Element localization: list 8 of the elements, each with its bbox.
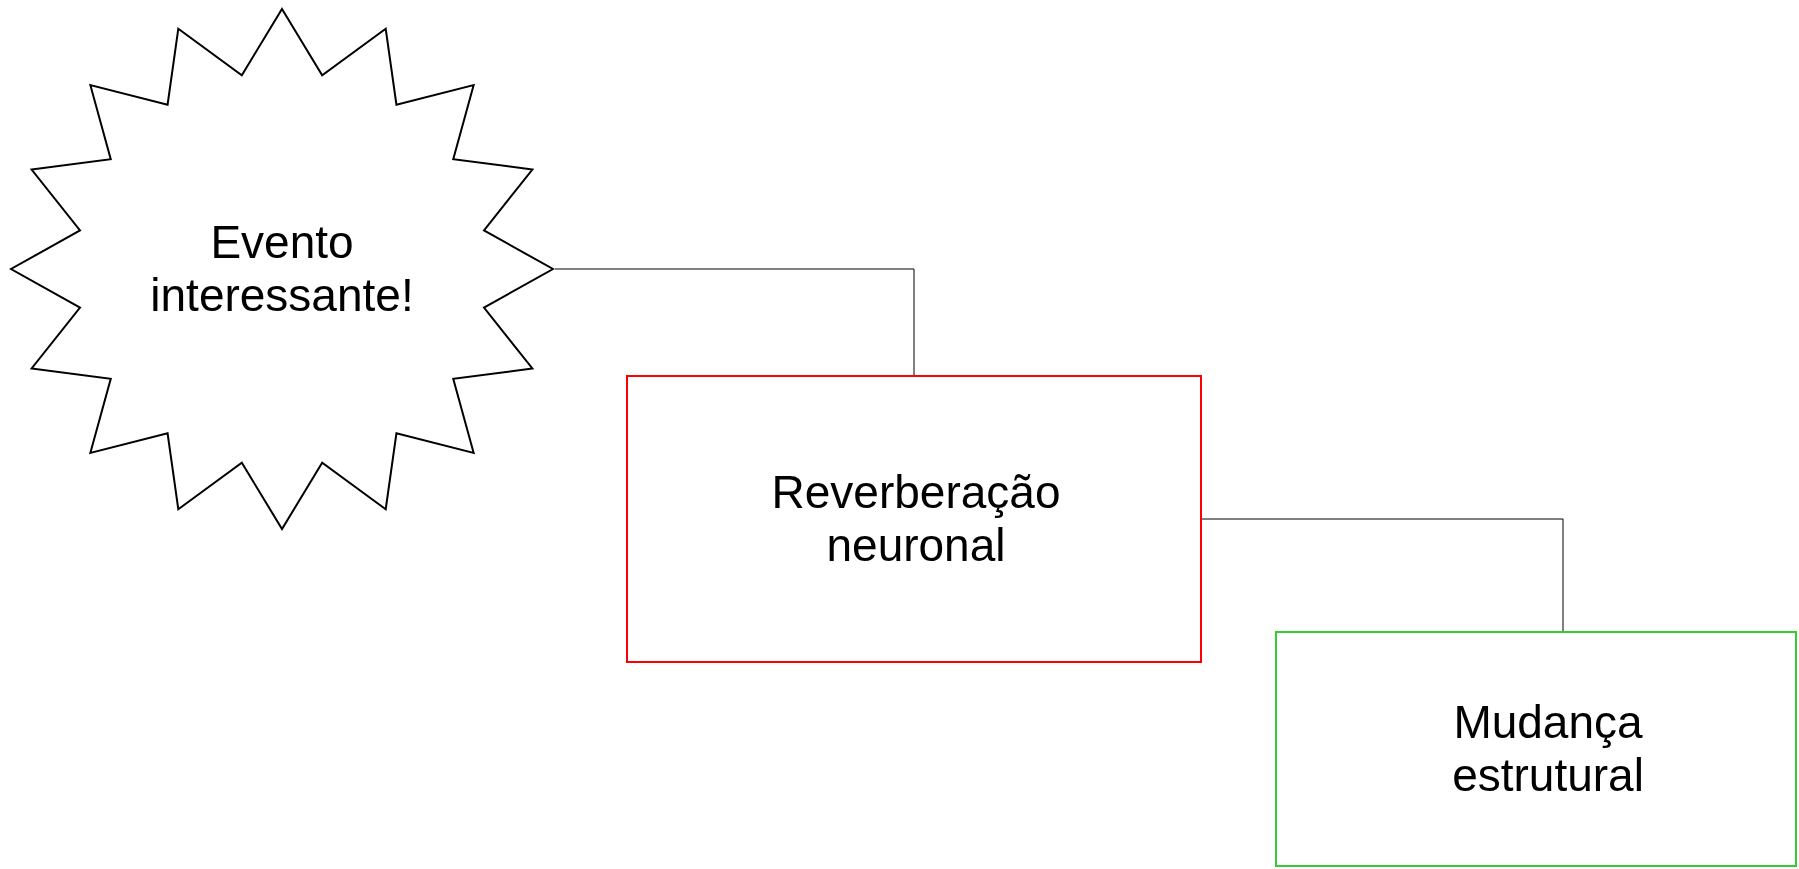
connector-line xyxy=(554,268,915,376)
starburst-shape xyxy=(9,7,555,531)
connector-line xyxy=(1201,518,1564,632)
node-label: Mudança estrutural xyxy=(1451,696,1645,802)
process-box xyxy=(1275,631,1797,867)
node-label: Evento interessante! xyxy=(149,216,415,322)
node-label: Reverberação neuronal xyxy=(770,466,1062,572)
process-box xyxy=(626,375,1202,663)
